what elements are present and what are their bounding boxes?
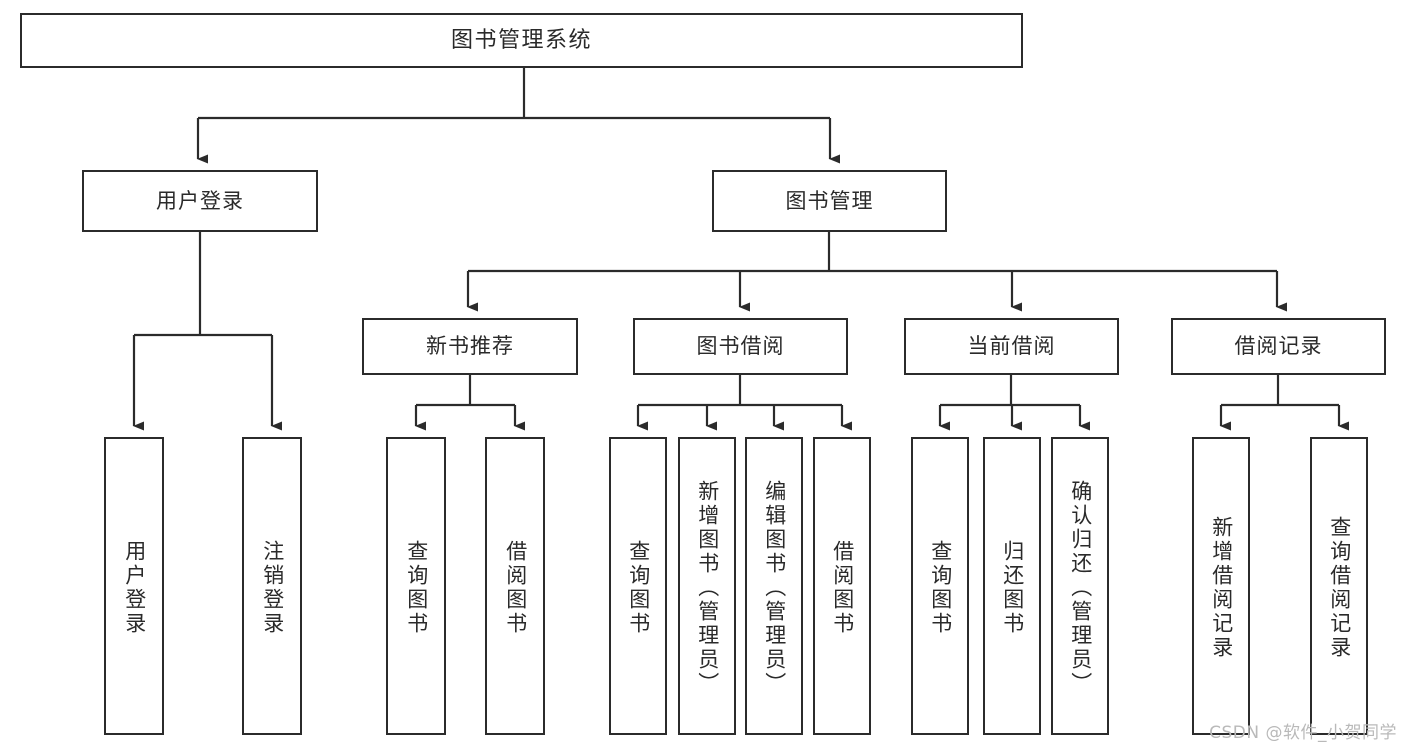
- node-label: 借阅图书: [830, 540, 855, 636]
- node-label: 图书管理系统: [450, 27, 592, 53]
- node-leaf-borrow-book-1[interactable]: 借阅图书: [485, 437, 545, 735]
- node-label: 图书管理: [785, 188, 874, 213]
- node-label: 当前借阅: [967, 334, 1056, 359]
- node-leaf-edit-book[interactable]: 编辑图书（管理员）: [745, 437, 803, 735]
- node-label: 查询图书: [404, 540, 429, 636]
- node-book-borrow[interactable]: 图书借阅: [633, 318, 848, 375]
- node-leaf-return-book[interactable]: 归还图书: [983, 437, 1041, 735]
- node-leaf-confirm-return[interactable]: 确认归还（管理员）: [1051, 437, 1109, 735]
- node-current-borrow[interactable]: 当前借阅: [904, 318, 1119, 375]
- node-label: 用户登录: [156, 188, 244, 213]
- node-user-login[interactable]: 用户登录: [82, 170, 318, 232]
- node-leaf-query-book-3[interactable]: 查询图书: [911, 437, 969, 735]
- node-leaf-query-record[interactable]: 查询借阅记录: [1310, 437, 1368, 735]
- node-leaf-borrow-book-2[interactable]: 借阅图书: [813, 437, 871, 735]
- node-label: 新增图书（管理员）: [695, 480, 720, 696]
- node-label: 新增借阅记录: [1209, 516, 1234, 660]
- node-book-manage[interactable]: 图书管理: [712, 170, 947, 232]
- node-leaf-logout[interactable]: 注销登录: [242, 437, 302, 735]
- node-leaf-query-book-2[interactable]: 查询图书: [609, 437, 667, 735]
- node-label: 借阅图书: [503, 540, 528, 636]
- node-leaf-query-book-1[interactable]: 查询图书: [386, 437, 446, 735]
- node-label: 注销登录: [260, 540, 285, 636]
- node-root-system[interactable]: 图书管理系统: [20, 13, 1023, 68]
- node-label: 图书借阅: [696, 334, 785, 359]
- node-label: 归还图书: [1000, 540, 1025, 636]
- watermark: CSDN @软件_小贺同学: [1209, 723, 1397, 743]
- node-label: 确认归还（管理员）: [1068, 480, 1093, 696]
- node-leaf-add-book[interactable]: 新增图书（管理员）: [678, 437, 736, 735]
- node-label: 编辑图书（管理员）: [762, 480, 787, 696]
- node-leaf-user-login[interactable]: 用户登录: [104, 437, 164, 735]
- node-label: 用户登录: [122, 540, 147, 636]
- node-label: 查询借阅记录: [1327, 516, 1352, 660]
- node-label: 新书推荐: [426, 334, 514, 359]
- node-label: 查询图书: [626, 540, 651, 636]
- node-borrow-record[interactable]: 借阅记录: [1171, 318, 1386, 375]
- node-leaf-add-record[interactable]: 新增借阅记录: [1192, 437, 1250, 735]
- node-label: 借阅记录: [1234, 334, 1323, 359]
- node-label: 查询图书: [928, 540, 953, 636]
- node-new-book-recommend[interactable]: 新书推荐: [362, 318, 578, 375]
